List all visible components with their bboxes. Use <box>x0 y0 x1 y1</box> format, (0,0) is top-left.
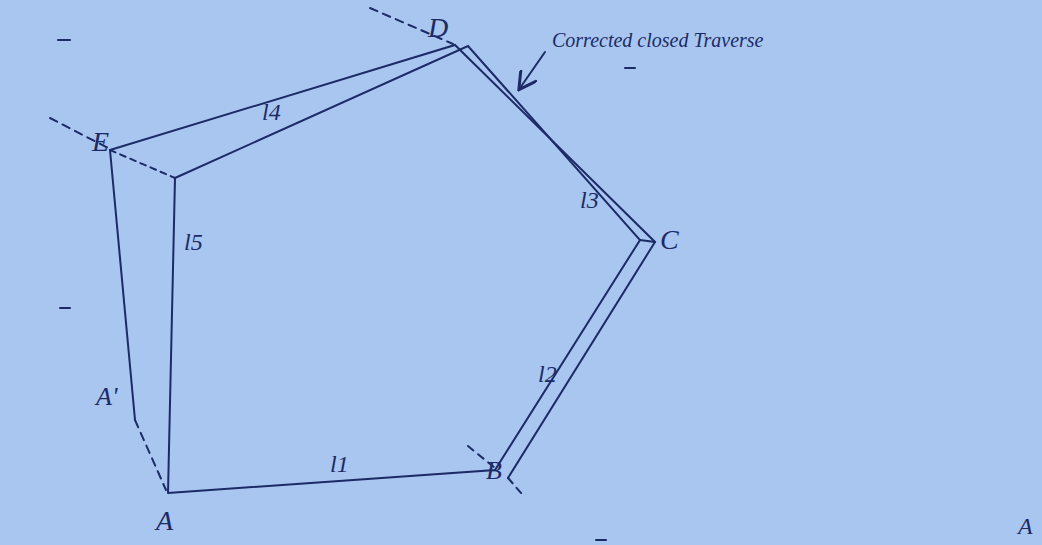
stray-mark <box>60 307 70 309</box>
side-label: l3 <box>580 188 599 212</box>
vertex-label: A <box>1018 514 1033 538</box>
extension-line <box>508 478 522 494</box>
side-label: l5 <box>184 230 203 254</box>
stray-mark <box>58 39 70 41</box>
side-label: l2 <box>538 362 557 386</box>
side-label: l4 <box>262 100 281 124</box>
vertex-label: C <box>660 226 679 254</box>
vertex-label: E <box>92 128 109 156</box>
corrected-traverse <box>168 46 640 493</box>
callout-note: Corrected closed Traverse <box>552 30 763 50</box>
extension-line <box>370 8 453 44</box>
vertex-label: A <box>156 507 173 535</box>
stray-mark <box>625 67 635 69</box>
vertex-label: D <box>428 14 448 42</box>
leader-arrow <box>520 52 545 88</box>
closing-error <box>135 420 166 490</box>
stray-mark <box>596 539 606 541</box>
offset-line <box>640 240 655 242</box>
vertex-label: B <box>486 458 502 484</box>
side-label: l1 <box>330 452 349 476</box>
offset-line <box>110 150 175 178</box>
observed-traverse <box>110 45 655 478</box>
vertex-label: A' <box>96 384 117 410</box>
